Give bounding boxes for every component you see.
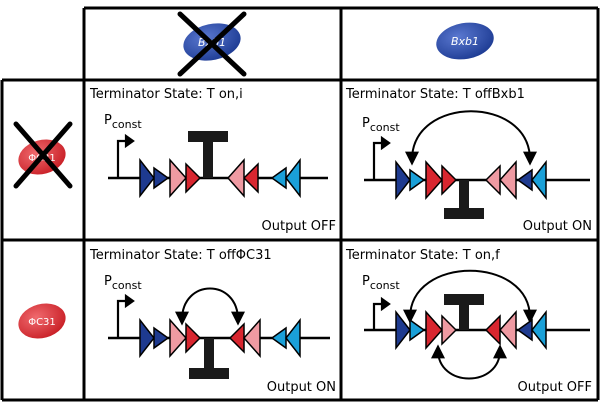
header-bxb1-crossed: Bxb1	[177, 11, 247, 77]
cell-state-label: Terminator State: T offΦC31	[89, 248, 272, 263]
pconst-main: P	[362, 116, 370, 131]
cell-top-left: Terminator State: T on,i Pconst Output O…	[89, 87, 336, 234]
bxb1-site-right	[270, 317, 301, 359]
phic31-site-right	[484, 160, 517, 200]
bxb1-site-right	[270, 157, 301, 199]
terminator-t-icon	[444, 180, 484, 219]
grid-lines	[0, 6, 600, 402]
promoter-arrow-icon	[116, 133, 135, 178]
pconst-label: Pconst	[104, 113, 142, 131]
cell-state-label: Terminator State: T offBxb1	[345, 87, 525, 102]
promoter-arrow-icon	[372, 135, 391, 180]
cell-top-right: Terminator State: T offBxb1 Pconst Out	[345, 87, 592, 234]
pconst-label: Pconst	[362, 116, 400, 134]
pconst-label: Pconst	[362, 274, 400, 292]
pconst-main: P	[104, 274, 112, 289]
terminator-t-icon	[189, 338, 229, 379]
curved-double-arrow-icon-inner	[431, 344, 507, 380]
x-cross-icon	[177, 11, 247, 77]
cell-state-label: Terminator State: T on,f	[345, 248, 500, 263]
pconst-sub: const	[370, 121, 400, 134]
bxb1-site-left	[139, 157, 170, 199]
pconst-sub: const	[112, 118, 142, 131]
promoter-arrow-icon	[116, 293, 135, 338]
phic31-site-left	[169, 158, 202, 198]
x-cross-icon	[13, 121, 73, 189]
terminator-t-icon	[444, 294, 484, 330]
phic31-site-right	[484, 310, 517, 350]
bxb1-site-right	[516, 159, 547, 201]
cell-state-label: Terminator State: T on,i	[89, 87, 243, 102]
phic31-site-right	[228, 318, 261, 358]
pconst-sub: const	[112, 279, 142, 292]
bxb1-site-right	[516, 309, 547, 351]
curved-double-arrow-icon-outer	[403, 269, 537, 324]
row-header-phic31-active: ΦC31	[18, 303, 66, 339]
phic31-site-left	[169, 318, 202, 358]
cell-bottom-right: Terminator State: T on,f Pconst O	[345, 248, 592, 395]
phic31-label: ΦC31	[28, 317, 56, 328]
bxb1-label: Bxb1	[451, 35, 479, 48]
cell-output: Output OFF	[262, 219, 336, 234]
cell-bottom-left: Terminator State: T offΦC31 Pconst Out	[89, 248, 336, 395]
phic31-site-right	[226, 158, 259, 198]
pconst-label: Pconst	[104, 274, 142, 292]
pconst-main: P	[104, 113, 112, 128]
phic31-site-left	[425, 160, 458, 200]
bxb1-site-left	[139, 317, 170, 359]
curved-double-arrow-icon	[405, 110, 537, 166]
phic31-oval	[18, 303, 66, 339]
pconst-main: P	[362, 274, 370, 289]
row-header-phic31-crossed: ΦC31	[13, 121, 73, 189]
bxb1-site-left	[395, 159, 426, 201]
pconst-sub: const	[370, 279, 400, 292]
promoter-arrow-icon	[372, 296, 391, 330]
cell-output: Output ON	[523, 219, 592, 234]
phic31-site-left	[425, 310, 458, 350]
cell-output: Output ON	[267, 380, 336, 395]
bxb1-oval	[436, 22, 494, 60]
terminator-t-icon	[188, 131, 228, 178]
bxb1-site-left	[395, 309, 426, 351]
cell-output: Output OFF	[518, 380, 592, 395]
header-bxb1-active: Bxb1	[436, 22, 494, 60]
curved-double-arrow-icon	[175, 287, 245, 326]
